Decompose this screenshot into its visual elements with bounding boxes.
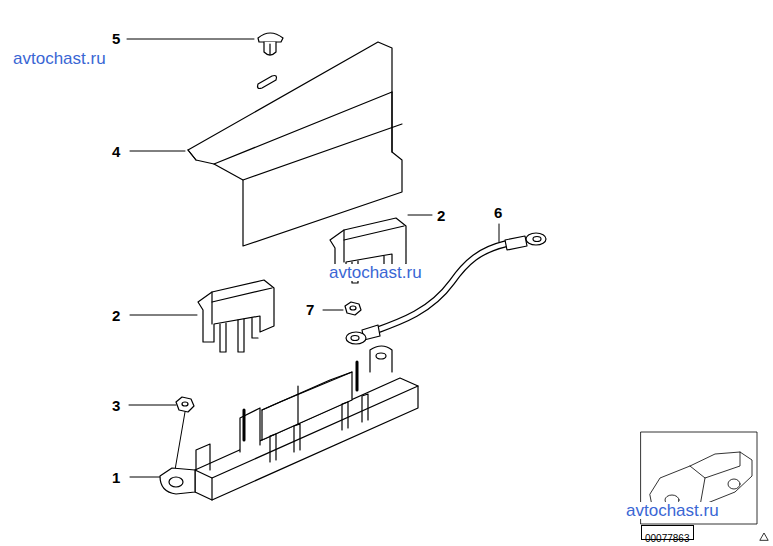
- callout-number: 4: [112, 144, 120, 159]
- callout-number: 1: [112, 470, 120, 485]
- hex-nut: [345, 302, 361, 315]
- hex-nut: [176, 397, 194, 412]
- watermark: avtochast.ru: [328, 264, 423, 281]
- cover-plate: [188, 42, 402, 246]
- callout-number: 3: [112, 398, 120, 413]
- callout-number: 6: [494, 205, 502, 220]
- watermark: avtochast.ru: [625, 502, 720, 519]
- drawing-number: 00077863: [645, 534, 690, 544]
- leader-lines: [127, 39, 499, 477]
- terminal-cap: [198, 280, 274, 352]
- watermark: avtochast.ru: [12, 50, 107, 67]
- ground-cable: [346, 233, 546, 344]
- revision-mark: [760, 533, 768, 540]
- callout-number: 2: [112, 308, 120, 323]
- expanding-clip: [258, 33, 283, 55]
- callout-number: 2: [437, 208, 445, 223]
- callout-number: 7: [306, 302, 314, 317]
- callout-number: 5: [112, 31, 120, 46]
- drawing-number-box: 00077863: [641, 525, 694, 540]
- terminal-base: [160, 346, 418, 500]
